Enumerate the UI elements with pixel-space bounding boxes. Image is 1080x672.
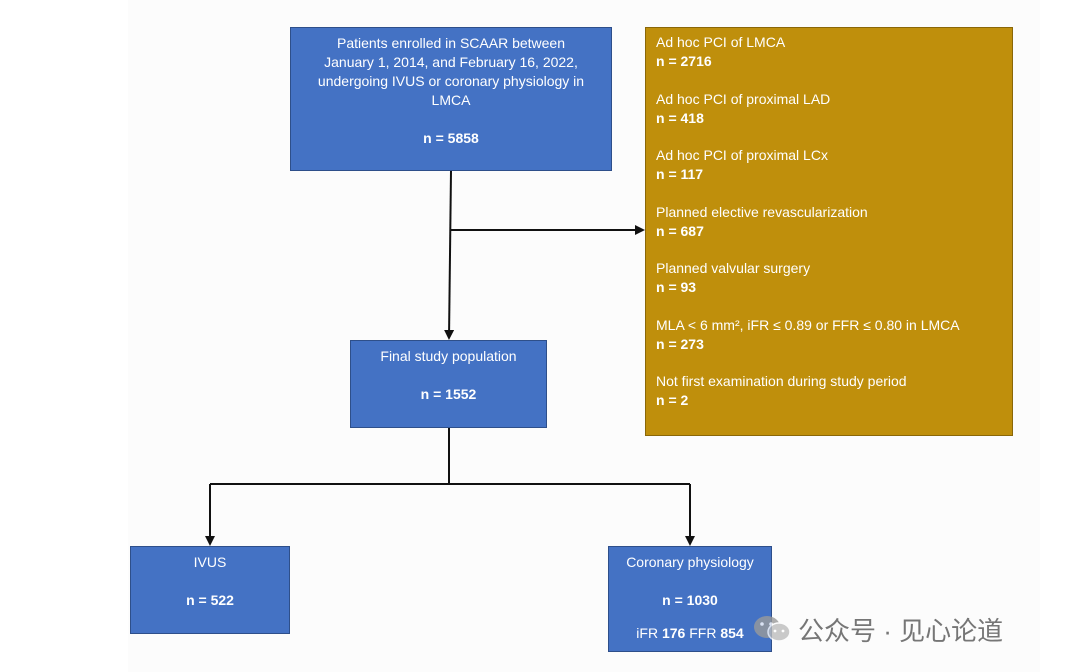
ivus-count: n = 522 bbox=[186, 592, 234, 608]
exclusion-label: Not first examination during study perio… bbox=[656, 373, 907, 389]
exclusion-label: Ad hoc PCI of proximal LAD bbox=[656, 90, 831, 107]
exclusion-item: Planned valvular surgery n = 93 bbox=[656, 259, 1002, 316]
coronary-physiology-box: Coronary physiology n = 1030 iFR 176 FFR… bbox=[608, 546, 772, 652]
exclusion-item: Ad hoc PCI of proximal LCx n = 117 bbox=[656, 146, 1002, 203]
exclusion-count: n = 2 bbox=[656, 392, 689, 408]
ffr-label: FFR bbox=[689, 625, 717, 641]
coronary-physiology-count: n = 1030 bbox=[662, 592, 718, 608]
exclusion-label: Ad hoc PCI of LMCA bbox=[656, 34, 786, 50]
final-population-label: Final study population bbox=[380, 348, 517, 364]
watermark-text: 公众号 · 见心论道 bbox=[798, 615, 1004, 646]
connector-enrolled-to-final bbox=[444, 170, 455, 340]
ifr-label: iFR bbox=[636, 625, 659, 641]
exclusion-label: Ad hoc PCI of proximal LCx bbox=[656, 147, 828, 163]
exclusion-count: n = 117 bbox=[656, 166, 704, 182]
exclusion-count: n = 687 bbox=[656, 222, 704, 239]
exclusion-label: MLA < 6 mm², iFR ≤ 0.89 or FFR ≤ 0.80 in… bbox=[656, 316, 960, 333]
exclusions-box: Ad hoc PCI of LMCA n = 2716 Ad hoc PCI o… bbox=[645, 27, 1013, 436]
ivus-box: IVUS n = 522 bbox=[130, 546, 290, 634]
exclusion-item: Not first examination during study perio… bbox=[656, 372, 1002, 429]
ivus-label: IVUS bbox=[193, 554, 227, 570]
enrolled-line-1: Patients enrolled in SCAAR between bbox=[336, 35, 566, 51]
enrolled-line-4: LMCA bbox=[431, 92, 471, 108]
exclusion-item: Planned elective revascularization n = 6… bbox=[656, 203, 1002, 260]
enrolled-line-2: January 1, 2014, and February 16, 2022, bbox=[324, 54, 578, 70]
wechat-icon bbox=[754, 616, 791, 642]
ffr-count: 854 bbox=[720, 625, 744, 641]
watermark: 公众号 · 见心论道 bbox=[752, 612, 1003, 646]
enrolled-box: Patients enrolled in SCAAR between Janua… bbox=[290, 27, 612, 171]
final-population-count: n = 1552 bbox=[420, 386, 477, 402]
exclusion-count: n = 93 bbox=[656, 279, 697, 295]
exclusion-count: n = 418 bbox=[656, 109, 704, 126]
final-population-box: Final study population n = 1552 bbox=[350, 340, 547, 428]
enrolled-line-3: undergoing IVUS or coronary physiology i… bbox=[317, 73, 585, 89]
exclusion-label: Planned valvular surgery bbox=[656, 260, 811, 276]
ifr-count: 176 bbox=[661, 625, 686, 641]
enrolled-count: n = 5858 bbox=[423, 130, 479, 146]
exclusion-item: Ad hoc PCI of LMCA n = 2716 bbox=[656, 33, 1002, 90]
exclusion-item: Ad hoc PCI of proximal LAD n = 418 bbox=[656, 90, 1002, 147]
exclusion-item: MLA < 6 mm², iFR ≤ 0.89 or FFR ≤ 0.80 in… bbox=[656, 316, 1002, 373]
exclusion-label: Planned elective revascularization bbox=[656, 203, 868, 220]
exclusion-count: n = 2716 bbox=[656, 53, 712, 69]
coronary-physiology-label: Coronary physiology bbox=[626, 554, 754, 570]
exclusion-count: n = 273 bbox=[656, 335, 704, 352]
physiology-breakdown: iFR 176 FFR 854 bbox=[609, 624, 771, 643]
